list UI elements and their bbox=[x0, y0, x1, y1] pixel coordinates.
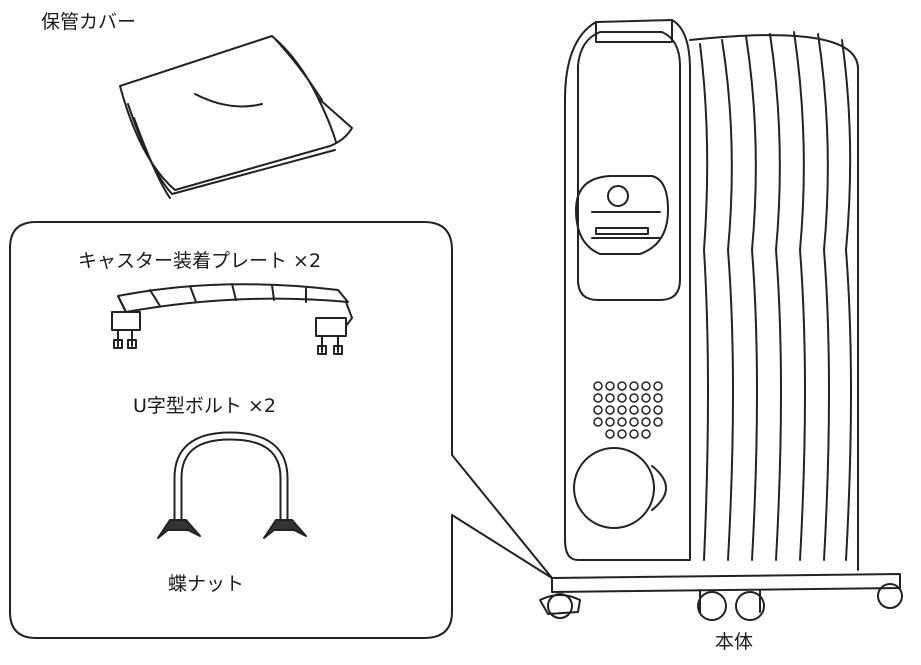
storage-cover-label: 保管カバー bbox=[41, 11, 137, 33]
u-bolt-label: U字型ボルト ×2 bbox=[133, 395, 276, 417]
caster-plate-label: キャスター装着プレート ×2 bbox=[78, 250, 322, 272]
vent-holes bbox=[593, 381, 663, 439]
parts-callout-box bbox=[9, 221, 553, 639]
u-bolt-illustration bbox=[157, 431, 307, 539]
storage-cover-illustration bbox=[119, 35, 353, 199]
heater-body-illustration bbox=[539, 19, 903, 621]
wing-nut-label: 蝶ナット bbox=[168, 573, 245, 595]
caster-plate-illustration bbox=[111, 283, 353, 355]
heater-body-label: 本体 bbox=[715, 631, 754, 653]
